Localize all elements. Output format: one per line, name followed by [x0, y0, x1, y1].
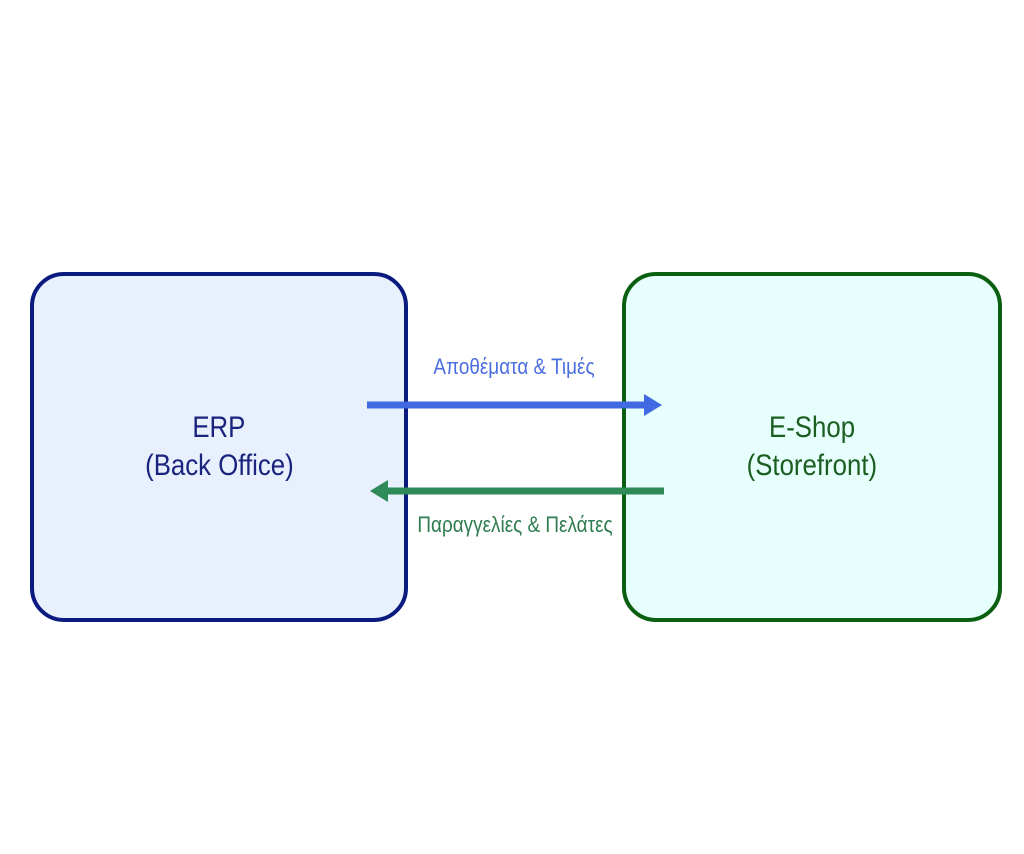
- back-flow-label: Παραγγελίες & Πελάτες: [417, 512, 613, 537]
- erp-title: ERP: [192, 411, 246, 444]
- eshop-node: E-Shop (Storefront): [622, 272, 1002, 622]
- forward-flow-label: Αποθέματα & Τιμές: [433, 354, 595, 379]
- erp-node: ERP (Back Office): [30, 272, 408, 622]
- eshop-subtitle: (Storefront): [746, 449, 878, 482]
- arrow-back: [370, 480, 664, 502]
- erp-subtitle: (Back Office): [144, 449, 294, 482]
- arrow-forward: [367, 394, 662, 416]
- eshop-title: E-Shop: [768, 411, 856, 444]
